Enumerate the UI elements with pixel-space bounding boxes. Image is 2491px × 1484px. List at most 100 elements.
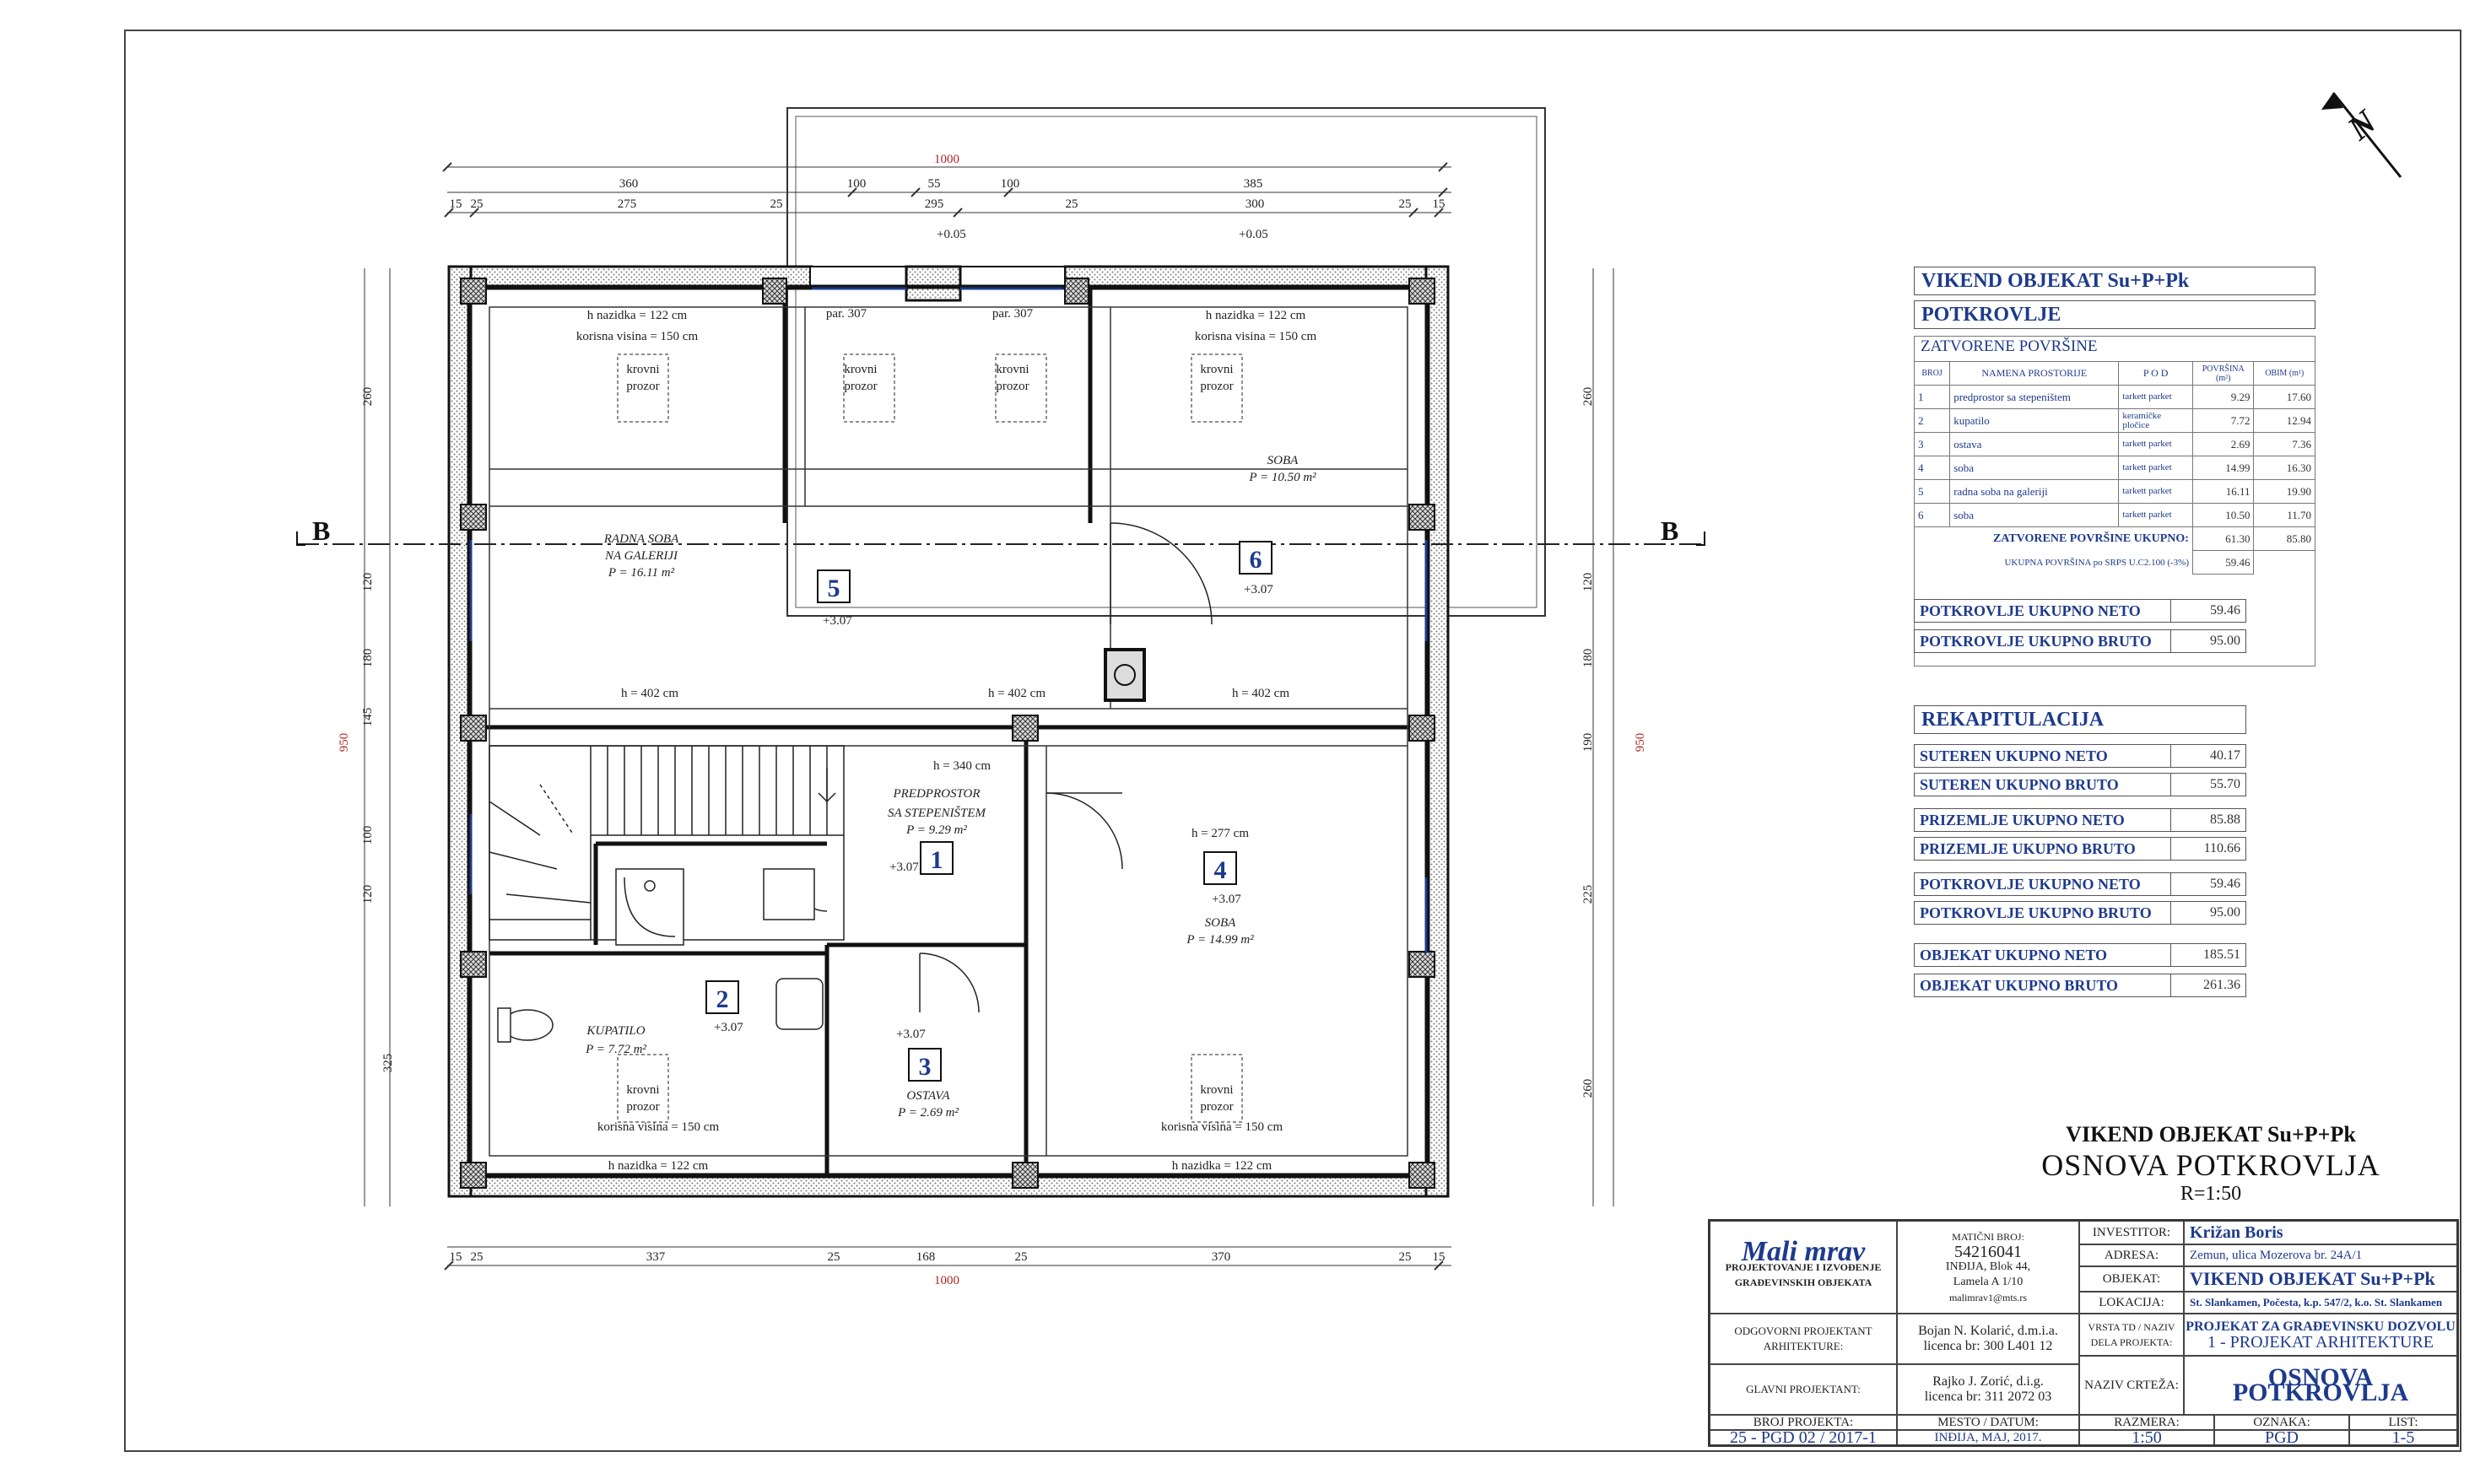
room-5-name2: NA GALERIJI <box>604 549 678 563</box>
adresa: Zemun, ulica Mozerova br. 24A/1 <box>2184 1244 2457 1266</box>
doors <box>792 522 1213 1013</box>
note-korisna-4: korisna visina = 150 cm <box>1161 1120 1283 1134</box>
rekap-value: 59.46 <box>2170 873 2245 895</box>
rekap-value: 40.17 <box>2170 745 2245 767</box>
cell-area: 14.99 <box>2191 456 2255 480</box>
room-number-boxes <box>705 541 1273 1082</box>
dim-bot-8: 25 <box>1399 1250 1412 1264</box>
cell-area: 2.69 <box>2191 432 2255 456</box>
dim-bot-9: 15 <box>1433 1250 1445 1264</box>
rekap-title: REKAPITULACIJA <box>1914 705 2246 734</box>
cell-no: 3 <box>1913 432 1951 456</box>
rekap-value: 185.51 <box>2170 944 2245 966</box>
note-korisna-2: korisna visina = 150 cm <box>1195 330 1317 343</box>
dim-right-6: 260 <box>1581 1079 1595 1098</box>
note-h402-1: h = 402 cm <box>621 687 678 700</box>
vrsta2: 1 - PROJEKAT ARHITEKTURE <box>2207 1333 2434 1352</box>
section-mark-left: B <box>312 515 330 546</box>
overall-dim-left: 950 <box>338 733 351 753</box>
odgovorni-label: ODGOVORNI PROJEKTANT ARHITEKTURE: <box>1710 1314 1897 1364</box>
cell-name: radna soba na galeriji <box>1949 479 2120 504</box>
cell-floor: tarkett parket <box>2118 432 2193 456</box>
room-1-area: P = 9.29 m² <box>905 823 967 837</box>
dim-top2-1: 15 <box>450 197 462 211</box>
rekap-label: PRIZEMLJE UKUPNO NETO <box>1920 811 2125 828</box>
cell-no: 4 <box>1913 456 1951 480</box>
oznaka: PGD <box>2214 1429 2349 1446</box>
note-h402-3: h = 402 cm <box>1232 687 1289 700</box>
investitor-label: INVESTITOR: <box>2079 1221 2184 1244</box>
dim-top2-7: 300 <box>1246 197 1265 211</box>
cell-no: 6 <box>1913 503 1951 527</box>
rekap-value: 95.00 <box>2170 902 2245 924</box>
room-1-name2: SA STEPENIŠTEM <box>888 806 986 820</box>
glavni-lic: licenca br: 311 2072 03 <box>1924 1390 2052 1404</box>
note-h340: h = 340 cm <box>933 759 991 773</box>
zatvorene-title: ZATVORENE POVRŠINE <box>1921 337 2098 355</box>
dim-right-3: 180 <box>1581 649 1595 668</box>
vrsta1: PROJEKAT ZA GRAĐEVINSKU DOZVOLU <box>2186 1319 2456 1334</box>
room-5-number: 5 <box>828 575 840 602</box>
note-h-nazidka-2: h nazidka = 122 cm <box>1206 309 1306 322</box>
maticni-label: MATIČNI BROJ: <box>1952 1231 2024 1243</box>
room-5-area: P = 16.11 m² <box>608 566 675 580</box>
dim-top-3: 55 <box>928 177 941 191</box>
room-1-name: PREDPROSTOR <box>892 787 980 801</box>
cell-no: 5 <box>1913 479 1951 504</box>
dim-right-5: 225 <box>1581 885 1595 904</box>
dim-top-4: 100 <box>1001 177 1020 191</box>
prozor-2: prozor <box>844 380 877 393</box>
dim-bot-7: 370 <box>1212 1250 1231 1264</box>
krovni-3: krovni <box>996 363 1029 376</box>
cell-name: soba <box>1949 456 2120 480</box>
note-korisna-1: korisna visina = 150 cm <box>576 330 699 343</box>
dim-top-2: 100 <box>847 177 867 191</box>
razmera: 1:50 <box>2079 1429 2214 1446</box>
section-line <box>296 532 1705 546</box>
rekap-label: PRIZEMLJE UKUPNO BRUTO <box>1920 839 2136 857</box>
krovni-4: krovni <box>1200 363 1233 376</box>
rekap-value: 110.66 <box>2170 838 2245 860</box>
level-7: +3.07 <box>896 1028 926 1041</box>
cell-floor: tarkett parket <box>2118 479 2193 504</box>
room-6-number: 6 <box>1250 546 1262 574</box>
level-8: +3.07 <box>1212 893 1241 906</box>
room-6-area: P = 10.50 m² <box>1248 471 1316 484</box>
naziv: OSNOVA POTKROVLJA <box>2184 1356 2457 1415</box>
list-label: LIST: <box>2349 1415 2457 1430</box>
room-3-name: OSTAVA <box>906 1089 950 1103</box>
cell-perimeter: 17.60 <box>2253 385 2315 409</box>
col-pod: P O D <box>2118 361 2193 386</box>
dim-left-2: 120 <box>361 573 375 592</box>
chimney <box>1104 648 1146 702</box>
level-5: +3.07 <box>889 861 919 874</box>
columns <box>460 278 1435 1189</box>
mesto-label: MESTO / DATUM: <box>1897 1415 2079 1430</box>
srps-label: UKUPNA POVRŠINA po SRPS U.C2.100 (-3%) <box>2004 557 2189 568</box>
rekap-row: PRIZEMLJE UKUPNO BRUTO 110.66 <box>1914 837 2246 861</box>
cell-floor: tarkett parket <box>2118 385 2193 409</box>
note-h-nazidka-3: h nazidka = 122 cm <box>608 1159 709 1173</box>
col-broj: BROJ <box>1913 361 1951 386</box>
maticni: 54216041 <box>1954 1243 2022 1261</box>
dim-left-4: 145 <box>361 708 375 727</box>
glavni-name: Rajko J. Zorić, d.i.g. <box>1932 1374 2044 1389</box>
note-h277: h = 277 cm <box>1191 827 1249 840</box>
cell-perimeter: 11.70 <box>2253 503 2315 527</box>
rekap-label: SUTEREN UKUPNO BRUTO <box>1920 775 2119 793</box>
dim-top2-2: 25 <box>471 197 484 211</box>
lokacija: St. Slankamen, Počesta, k.p. 547/2, k.o.… <box>2184 1292 2457 1314</box>
dim-top2-8: 25 <box>1399 197 1412 211</box>
level-2: +0.05 <box>1239 228 1268 241</box>
level-4: +3.07 <box>1244 583 1273 596</box>
